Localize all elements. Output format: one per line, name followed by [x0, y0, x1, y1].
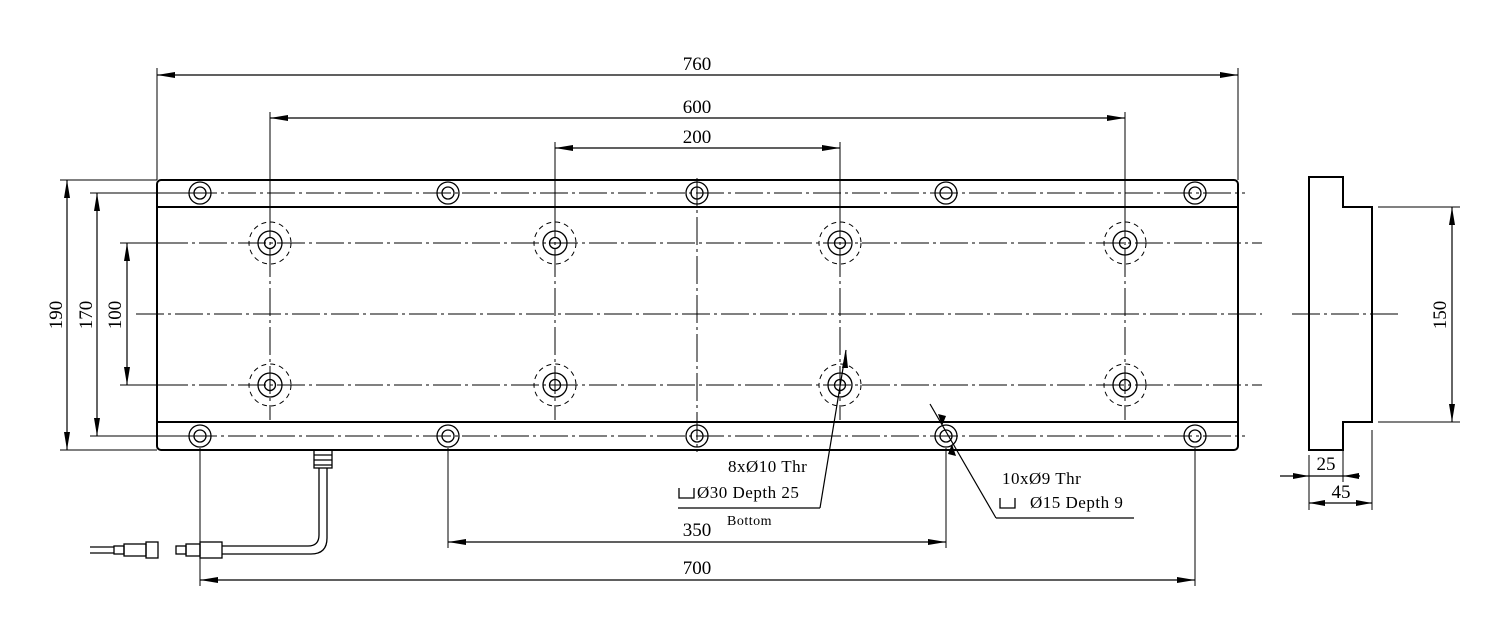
dim-150: 150: [1378, 206, 1460, 423]
callout-mounting: 10xØ9 Thr Ø15 Depth 9: [929, 403, 1134, 519]
mounting-hole: [685, 424, 709, 448]
connector-male-tail: [113, 545, 125, 555]
dim-label-760: 760: [683, 54, 712, 75]
counterbore-hole: [533, 221, 577, 265]
mounting-hole: [1183, 181, 1207, 205]
dim-760: 760: [156, 54, 1239, 180]
dim-label-25: 25: [1317, 454, 1336, 475]
dim-700: 700: [199, 448, 1196, 586]
leader-arrow: [938, 414, 946, 426]
mounting-hole: [1183, 424, 1207, 448]
mounting-hole: [685, 181, 709, 205]
dim-100: 100: [105, 242, 160, 386]
note-counterbore-b: Ø15 Depth 9: [1030, 493, 1123, 512]
leader-arrow: [948, 444, 956, 456]
counterbore-hole: [818, 363, 862, 407]
dim-label-600: 600: [683, 97, 712, 118]
counterbore-hole: [248, 221, 292, 265]
counterbore-hole: [818, 221, 862, 265]
note-thread-holes-b: 10xØ9 Thr: [1002, 469, 1081, 488]
mounting-hole: [934, 181, 958, 205]
connector-female-tip: [175, 545, 187, 555]
leader-arrow: [842, 350, 848, 368]
connector-female: [199, 541, 223, 559]
dim-170: 170: [76, 192, 190, 437]
connector-female-ring: [185, 543, 201, 557]
counterbore-hole: [1103, 363, 1147, 407]
leader-line: [819, 349, 847, 509]
side-view: [1292, 176, 1398, 451]
mounting-hole: [436, 424, 460, 448]
connector-male-body: [123, 543, 147, 557]
dim-200: 200: [554, 127, 841, 220]
mounting-hole: [436, 181, 460, 205]
mounting-hole: [934, 424, 958, 448]
counterbore-hole: [533, 363, 577, 407]
cable-inner: [222, 468, 328, 555]
dim-label-190: 190: [46, 301, 67, 330]
callout-counterbore: 8xØ10 Thr Ø30 Depth 25 Bottom: [678, 349, 848, 529]
dim-label-100: 100: [105, 301, 126, 330]
dim-label-350: 350: [683, 520, 712, 541]
dim-label-45: 45: [1332, 482, 1351, 503]
dim-190: 190: [46, 179, 157, 451]
side-profile: [1308, 176, 1373, 451]
note-counterbore-a: Ø30 Depth 25: [697, 483, 799, 502]
cable-gland: [313, 449, 333, 469]
dim-350: 350: [447, 448, 947, 548]
cable-outer: [222, 468, 320, 547]
dim-label-200: 200: [683, 127, 712, 148]
counterbore-symbol: [678, 488, 695, 499]
counterbore-hole: [248, 363, 292, 407]
note-bottom: Bottom: [727, 514, 772, 529]
dim-label-700: 700: [683, 558, 712, 579]
counterbore-symbol: [999, 498, 1016, 509]
dim-label-170: 170: [76, 301, 97, 330]
note-thread-holes-a: 8xØ10 Thr: [728, 457, 807, 476]
top-mounting-holes: [188, 181, 1207, 205]
dim-25: 25: [1280, 430, 1360, 482]
cable-assembly: [90, 449, 333, 559]
dim-600: 600: [269, 97, 1126, 220]
dim-45: 45: [1308, 430, 1373, 510]
counterbore-holes: [248, 221, 1147, 407]
centerlines: [136, 178, 1262, 452]
counterbore-hole: [1103, 221, 1147, 265]
connector-male-nut: [145, 541, 159, 559]
dim-label-150: 150: [1430, 301, 1451, 330]
